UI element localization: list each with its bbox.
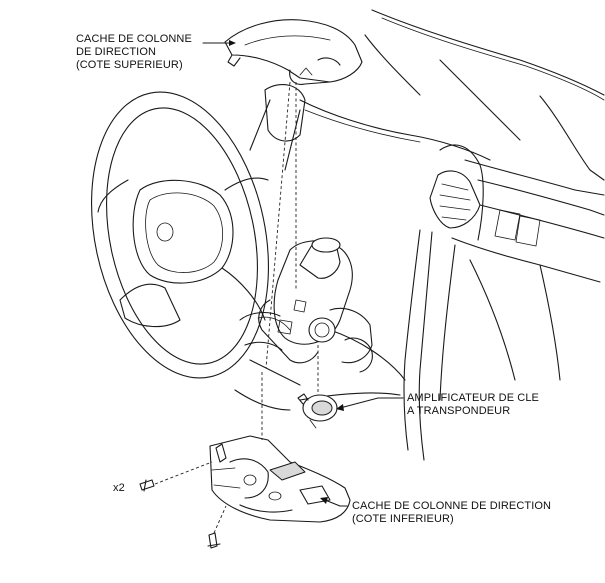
label-transponder-amplifier: AMPLIFICATEUR DE CLE A TRANSPONDEUR <box>407 392 539 417</box>
leader-lines <box>202 40 404 507</box>
upper-column-cover <box>224 19 363 85</box>
assembly-dashed-lines <box>154 81 319 534</box>
label-screw-count: x2 <box>113 482 125 494</box>
steering-column <box>234 84 373 411</box>
label-upper-column-cover: CACHE DE COLONNE DE DIRECTION (COTE SUPE… <box>76 33 192 71</box>
screw-side <box>139 479 155 492</box>
label-lower-column-cover: CACHE DE COLONNE DE DIRECTION (COTE INFE… <box>352 500 552 525</box>
lower-column-cover <box>209 435 351 523</box>
screw-bottom <box>207 532 221 549</box>
steering-wheel <box>91 91 291 379</box>
transponder-amplifier <box>297 393 338 429</box>
dashboard-outline <box>299 9 605 461</box>
